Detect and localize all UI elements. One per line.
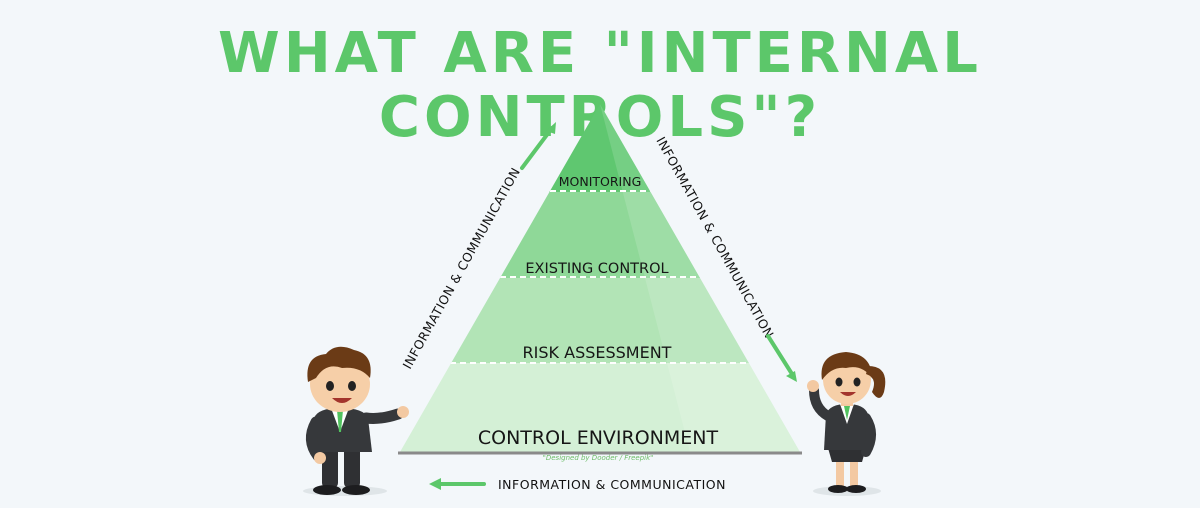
flow-right-arrow-shaft [766,334,794,376]
label-monitoring: MONITORING [559,174,642,189]
label-existing-control: EXISTING CONTROL [525,261,668,277]
pyramid-tier-control-environment [400,362,800,452]
pyramid [400,104,800,452]
flow-bottom: INFORMATION & COMMUNICATION [429,477,726,492]
flow-bottom-label: INFORMATION & COMMUNICATION [498,477,726,492]
label-risk-assessment: RISK ASSESSMENT [523,343,672,362]
businessman-illustration [303,346,409,496]
businesswoman-illustration [807,352,886,496]
credit-text: "Designed by Dooder / Freepik" [543,454,654,462]
flow-left-arrow-head [546,122,556,134]
flow-bottom-arrow-head [429,478,441,490]
label-control-environment: CONTROL ENVIRONMENT [478,427,719,449]
flow-right-arrow-head [786,371,797,382]
flow-left-arrow-shaft [520,126,554,170]
